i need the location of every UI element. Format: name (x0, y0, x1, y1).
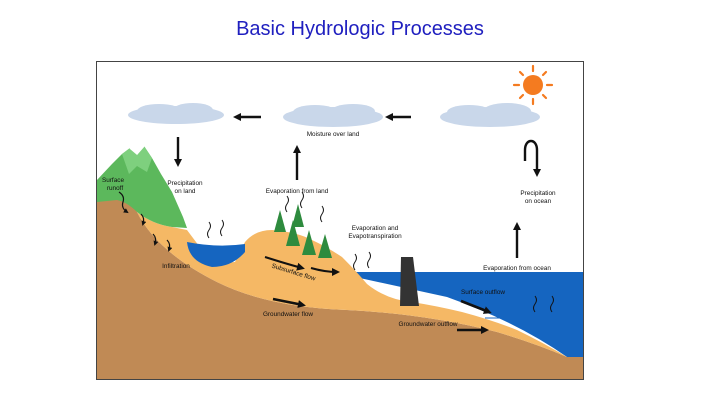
label-precipitation-on-land-1: Precipitation (167, 180, 203, 187)
cloud-left (128, 103, 224, 124)
label-evapotranspiration-1: Evaporation and (352, 225, 399, 232)
subsurface-arrow-1 (264, 256, 305, 271)
ocean (332, 272, 583, 357)
subsurface-arrow-2 (310, 267, 340, 276)
runoff-arrows (118, 191, 173, 252)
trees (274, 204, 332, 258)
surface-outflow-arrow (460, 299, 492, 314)
dam (400, 257, 419, 306)
slide-title: Basic Hydrologic Processes (236, 18, 484, 40)
label-groundwater-outflow: Groundwater outflow (399, 321, 458, 328)
label-moisture-over-land: Moisture over land (307, 131, 360, 138)
label-groundwater-flow: Groundwater flow (263, 311, 313, 318)
label-precipitation-on-ocean-2: on ocean (525, 198, 552, 205)
sun-icon (512, 64, 554, 106)
label-evaporation-from-land: Evaporation from land (266, 188, 329, 195)
label-surface-runoff-2: runoff (107, 185, 123, 192)
lake (187, 242, 245, 267)
precipitation-ocean-arrow (523, 139, 541, 177)
evaporation-squiggles (207, 191, 554, 313)
groundwater-flow-arrow (272, 297, 306, 308)
cloud-middle (283, 104, 383, 127)
hydrologic-cycle-diagram: Moisture over land Precipitation on land… (96, 61, 584, 380)
bedrock (97, 196, 583, 379)
label-evaporation-from-ocean: Evaporation from ocean (483, 265, 551, 272)
label-evapotranspiration-2: Evapotranspiration (348, 233, 402, 240)
label-surface-runoff-1: Surface (102, 177, 124, 184)
mountain (97, 146, 187, 228)
label-infiltration: Infiltration (162, 263, 190, 270)
label-precipitation-on-land-2: on land (175, 188, 196, 195)
cloud-right (440, 103, 540, 127)
label-surface-outflow: Surface outflow (461, 289, 505, 296)
label-precipitation-on-ocean-1: Precipitation (520, 190, 556, 197)
